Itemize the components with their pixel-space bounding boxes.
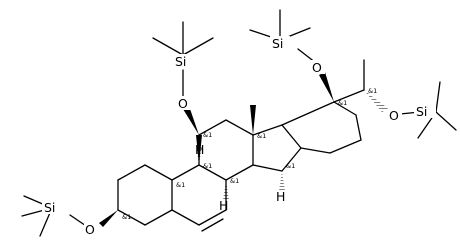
o17-label: O [312, 60, 322, 75]
ring-d [252, 124, 302, 172]
c17-o-wedge [319, 72, 334, 102]
ring-b [171, 164, 227, 232]
stereo-c14: &1 [286, 162, 295, 170]
h8-hash [223, 180, 229, 200]
stereo-c9: &1 [203, 162, 212, 170]
o3-label: O [85, 222, 95, 237]
stereo-c17: &1 [338, 99, 347, 107]
ring-a [117, 164, 173, 226]
h9-hash [196, 145, 202, 165]
o11-label: O [178, 96, 188, 111]
atom-labels: O Si O Si O Si O Si H H H [42, 36, 436, 237]
c20-o-hash [364, 90, 388, 112]
si17-label: Si [272, 36, 283, 51]
si20-label: Si [416, 104, 427, 119]
methyl-c18-wedge [250, 105, 256, 135]
o20-label: O [389, 108, 399, 123]
ring-c [198, 119, 254, 181]
si11-label: Si [175, 54, 186, 69]
stereo-c11: &1 [203, 131, 212, 139]
stereo-c13: &1 [257, 132, 266, 140]
stereo-c20: &1 [368, 87, 377, 95]
h14-hash [279, 171, 285, 191]
c3-o-wedge [99, 210, 118, 227]
h14-label: H [276, 189, 285, 204]
stereo-c8: &1 [230, 177, 239, 185]
ring-e [281, 101, 362, 154]
stereo-c3: &1 [122, 213, 131, 221]
stereo-labels: &1 &1 &1 &1 &1 &1 &1 &1 &1 [122, 87, 377, 221]
h8-label: H [219, 198, 228, 213]
c11-o-wedge [183, 106, 199, 135]
si3-label: Si [44, 200, 55, 215]
h9-label: H [195, 142, 204, 157]
stereo-c10: &1 [176, 181, 185, 189]
